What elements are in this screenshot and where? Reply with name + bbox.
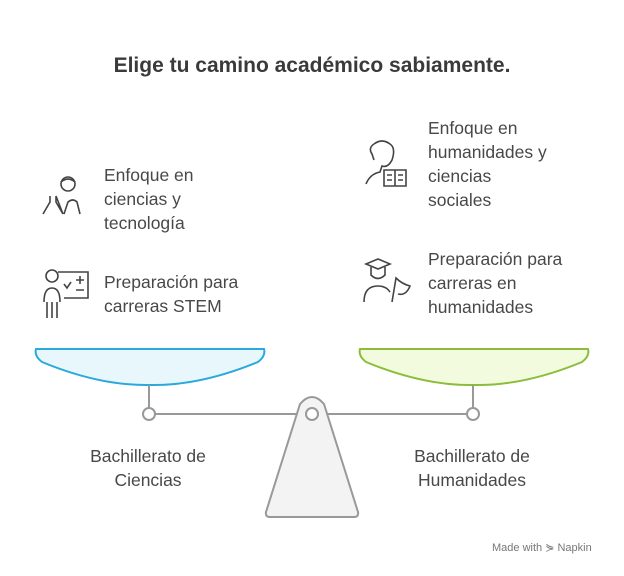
napkin-footer[interactable]: Made with ⋟ Napkin xyxy=(492,542,592,554)
left-pan xyxy=(34,348,266,387)
left-option-label: Bachillerato de Ciencias xyxy=(90,446,206,490)
right-item-text: Enfoque en humanidades y ciencias social… xyxy=(428,118,547,210)
right-option-label: Bachillerato de Humanidades xyxy=(414,446,530,490)
fulcrum xyxy=(264,396,360,518)
right-pan xyxy=(358,348,590,387)
left-item-text: Enfoque en ciencias y tecnología xyxy=(104,165,194,233)
graduate-flag-icon xyxy=(363,258,412,303)
reader-book-icon xyxy=(365,140,407,187)
scientist-flask-icon xyxy=(42,176,81,215)
teacher-math-board-icon xyxy=(43,269,89,318)
right-item-text: Preparación para carreras en humanidades xyxy=(428,249,563,317)
diagram-title: Elige tu camino académico sabiamente. xyxy=(113,54,511,77)
left-item-text: Preparación para carreras STEM xyxy=(104,272,239,316)
